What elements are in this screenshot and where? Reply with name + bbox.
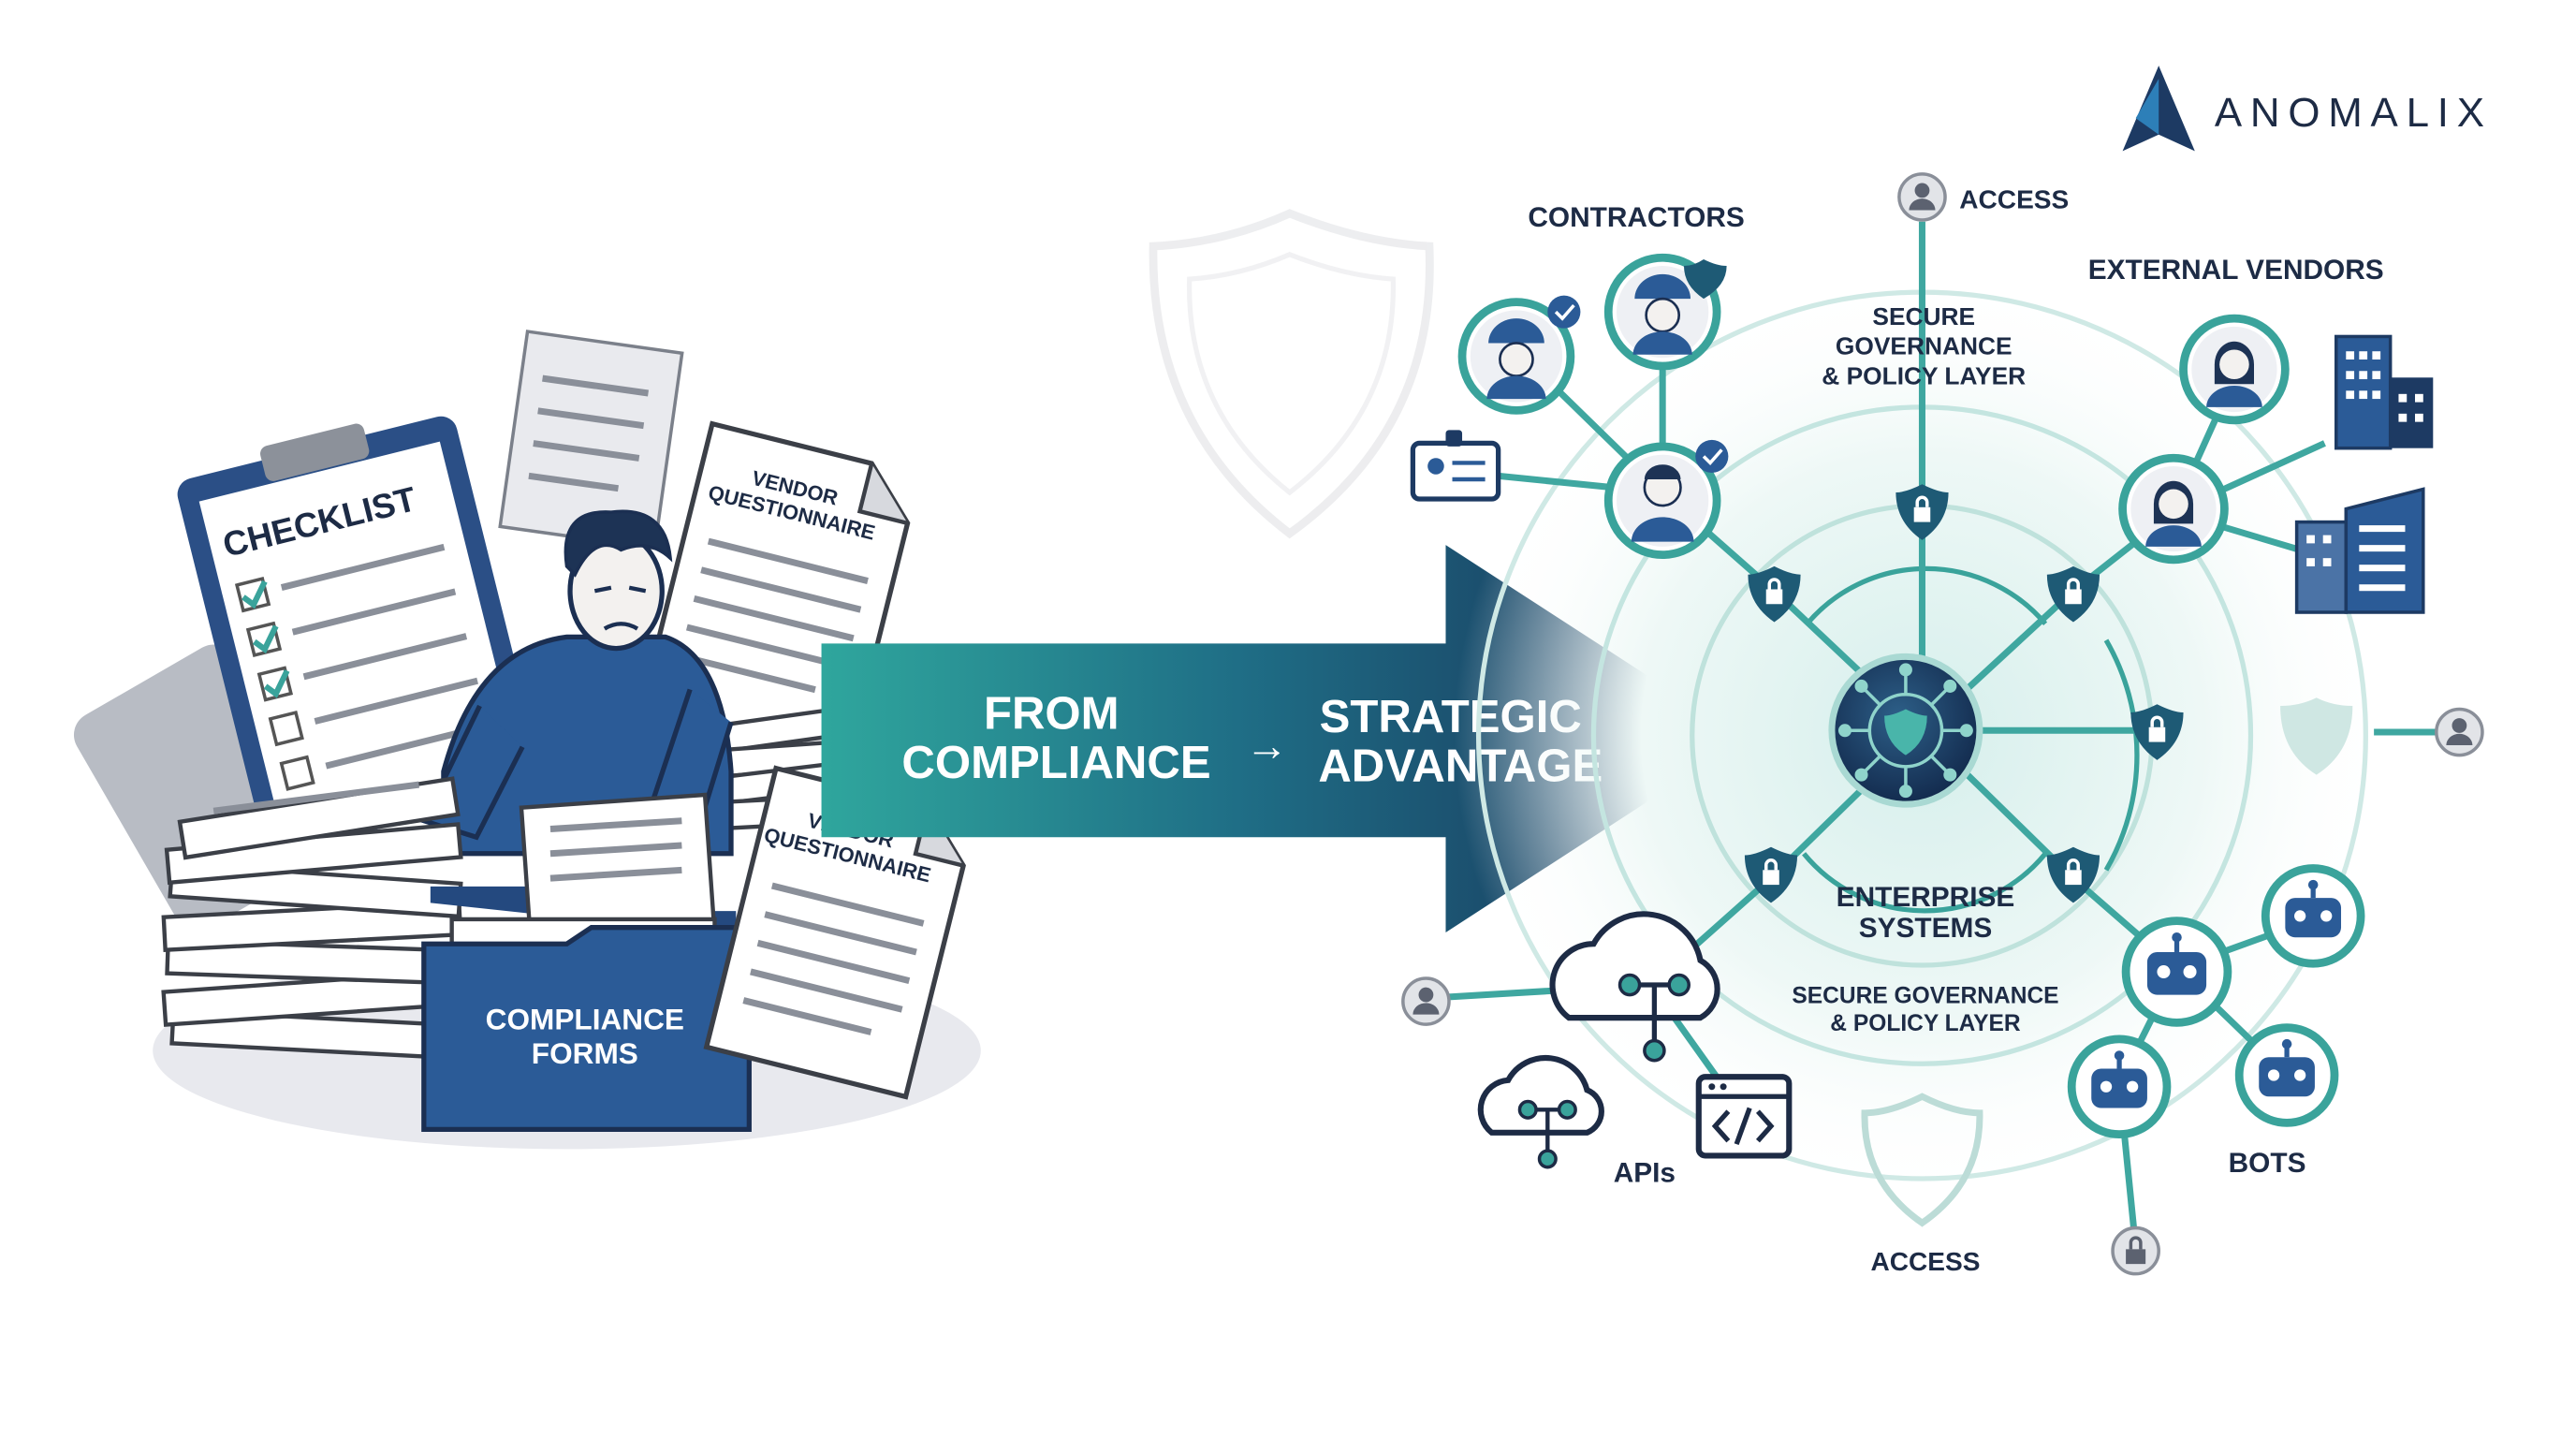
bot-node [2121, 917, 2232, 1027]
inner-layer-label-line1: SECURE GOVERNANCE [1792, 983, 2058, 1008]
shield-lock-icon [2046, 565, 2100, 623]
access-node [2435, 707, 2484, 757]
robot-icon [2259, 1057, 2315, 1097]
contractor-node [1603, 253, 1727, 371]
external-vendors-label: EXTERNAL VENDORS [2088, 255, 2384, 286]
inner-layer-label-line2: & POLICY LAYER [1830, 1011, 2021, 1036]
contractors-label: CONTRACTORS [1528, 202, 1744, 233]
building-icon [2294, 487, 2425, 614]
access-top-label: ACCESS [1959, 185, 2069, 214]
apis-label: APIs [1614, 1157, 1676, 1188]
shield-lock-icon [1744, 846, 1798, 903]
arrow-connector: → [1245, 722, 1288, 770]
shield-lock-icon [1748, 565, 1801, 623]
id-badge-icon [1410, 430, 1501, 502]
lock-shield-icon [1683, 259, 1727, 300]
vendor-node [2179, 314, 2290, 425]
hair [564, 509, 673, 578]
vendor-node [2118, 453, 2229, 565]
faint-shield-icon [2280, 697, 2353, 775]
shield-lock-icon [1895, 484, 1949, 540]
bot-node [2234, 1023, 2339, 1127]
outer-layer-label-line1: SECURE [1872, 302, 1975, 330]
faint-shield-icon [1861, 1093, 1983, 1227]
bot-node [2067, 1034, 2172, 1138]
check-icon [252, 624, 279, 654]
folder-label-line1: COMPLIANCE [486, 1002, 684, 1035]
brand-logo: ANOMALIX [2122, 66, 2493, 152]
contractor-node [1457, 295, 1581, 415]
stressed-person-figure [420, 509, 734, 857]
access-node [2111, 1225, 2160, 1276]
bot-node [2261, 864, 2365, 968]
shield-lock-icon [2046, 846, 2100, 903]
robot-icon [2146, 951, 2207, 995]
check-badge-icon [1547, 295, 1581, 329]
enterprise-hub [1828, 653, 1983, 808]
person-icon [2446, 733, 2473, 746]
bots-label: BOTS [2229, 1148, 2306, 1179]
hub-label-line1: ENTERPRISE [1837, 882, 2015, 913]
check-icon [263, 669, 290, 698]
cloud-icon [1549, 911, 1720, 1063]
access-node [1401, 976, 1451, 1026]
contractor-node [1603, 439, 1729, 560]
check-icon [242, 580, 268, 609]
robot-icon [2285, 898, 2342, 938]
arrow-from-line1: FROM [984, 689, 1120, 740]
hard-hat-icon [1634, 273, 1690, 300]
access-bottom-label: ACCESS [1871, 1247, 1981, 1276]
hard-hat-icon [1488, 318, 1544, 344]
lock-icon [2126, 1249, 2146, 1265]
code-icon [1695, 1074, 1793, 1159]
hub-label-line2: SYSTEMS [1859, 913, 1993, 944]
outer-layer-label-line2: GOVERNANCE [1836, 332, 2012, 360]
compliance-forms-folder: COMPLIANCE FORMS [421, 792, 752, 1132]
building-icon [2334, 334, 2434, 450]
person-icon [1909, 198, 1936, 211]
watermark-shield-icon [1149, 209, 1434, 539]
policy-shield-locks [1744, 484, 2353, 1227]
brand-name: ANOMALIX [2215, 90, 2493, 136]
cloud-icon [1477, 1054, 1604, 1169]
governance-network: ENTERPRISE SYSTEMS SECURE GOVERNANCE & P… [1401, 172, 2484, 1276]
checklist-items [234, 543, 490, 791]
access-node [1897, 172, 1947, 222]
hub-shield-icon [1884, 709, 1927, 756]
folder-label-line2: FORMS [532, 1036, 638, 1070]
check-badge-icon [1695, 439, 1729, 473]
robot-icon [2091, 1068, 2147, 1108]
arrow-from-line2: COMPLIANCE [901, 738, 1210, 788]
outer-layer-label-line3: & POLICY LAYER [1822, 361, 2026, 389]
person-icon [1412, 1003, 1440, 1015]
shield-lock-icon [2130, 704, 2184, 760]
